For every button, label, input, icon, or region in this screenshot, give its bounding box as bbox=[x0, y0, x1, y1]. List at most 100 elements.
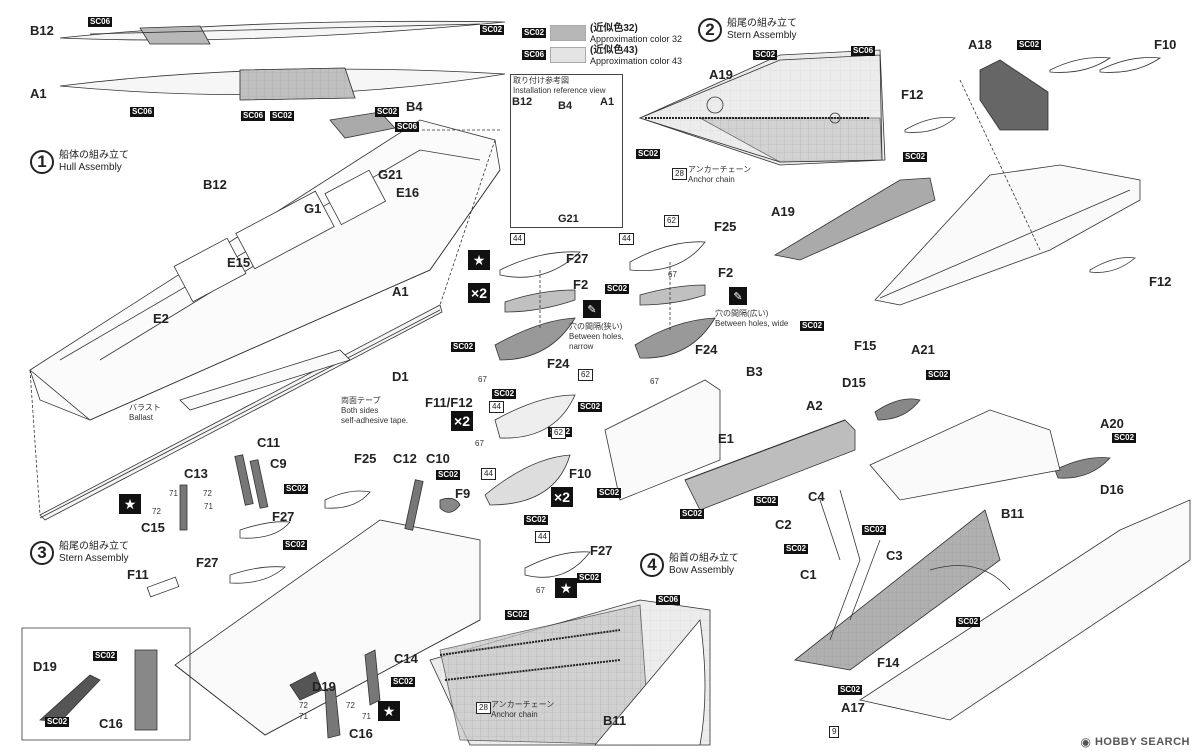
watermark: ◉ HOBBY SEARCH bbox=[1080, 735, 1190, 749]
color-legend: SC02 (近似色32) Approximation color 32 SC06… bbox=[522, 22, 682, 66]
color-62: 62 bbox=[578, 369, 593, 381]
tag-sc02: SC02 bbox=[862, 525, 887, 535]
step-2-jp: 船尾の組み立て bbox=[727, 18, 797, 29]
drill-icon: ✎ bbox=[583, 300, 601, 318]
part-c16: C16 bbox=[349, 726, 373, 741]
tag-sc02: SC02 bbox=[93, 651, 118, 661]
tag-sc02: SC02 bbox=[605, 284, 630, 294]
step-4-title: 船首の組み立て Bow Assembly bbox=[669, 553, 739, 577]
star-icon: ★ bbox=[378, 701, 400, 721]
color-9: 9 bbox=[829, 726, 840, 738]
tag-sc02: SC02 bbox=[636, 149, 661, 159]
part-f12-top: F12 bbox=[901, 87, 924, 102]
part-e2: E2 bbox=[153, 311, 169, 326]
step-1-number: 1 bbox=[30, 150, 54, 174]
tag-sc02: SC02 bbox=[754, 496, 779, 506]
holes-narrow-note: 穴の間隔(狭い) Between holes, narrow bbox=[569, 322, 624, 352]
part-f11-f12: F11/F12 bbox=[425, 395, 473, 410]
part-b3: B3 bbox=[746, 364, 763, 379]
legend-code-sc06: SC06 bbox=[522, 50, 547, 60]
legend-en-sc02: Approximation color 32 bbox=[590, 33, 683, 44]
color-44: 44 bbox=[535, 531, 550, 543]
tape-note: 両面テープ Both sides self-adhesive tape. bbox=[341, 396, 408, 426]
tag-sc02: SC02 bbox=[284, 484, 309, 494]
part-a1-hull: A1 bbox=[392, 284, 409, 299]
color-71: 71 bbox=[204, 502, 213, 511]
part-d19: D19 bbox=[312, 679, 336, 694]
tag-sc02: SC02 bbox=[480, 25, 505, 35]
bow-hull bbox=[794, 489, 1191, 721]
tag-sc06: SC06 bbox=[241, 111, 266, 121]
star-icon: ★ bbox=[555, 578, 577, 598]
color-71: 71 bbox=[362, 712, 371, 721]
part-c3: C3 bbox=[886, 548, 903, 563]
anchor-chain-jp: アンカーチェーン bbox=[688, 165, 752, 174]
part-f27-c: F27 bbox=[272, 509, 295, 524]
ballast-en: Ballast bbox=[129, 413, 154, 422]
part-f12-right: F12 bbox=[1149, 274, 1172, 289]
step-1-header: 1 船体の組み立て Hull Assembly bbox=[30, 150, 129, 174]
color-62: 62 bbox=[664, 215, 679, 227]
anchor-chain-en: Anchor chain bbox=[688, 175, 735, 184]
tag-sc06: SC06 bbox=[395, 122, 420, 132]
stern-assembly-3 bbox=[21, 454, 481, 741]
ref-label-b4: B4 bbox=[558, 100, 573, 112]
legend-row-sc06: SC06 (近似色43) Approximation color 43 bbox=[522, 44, 682, 66]
color-72: 72 bbox=[203, 489, 212, 498]
step-1-title: 船体の組み立て Hull Assembly bbox=[59, 150, 129, 174]
hull-assembly bbox=[29, 111, 501, 521]
tag-sc02: SC02 bbox=[903, 152, 928, 162]
tag-sc06: SC06 bbox=[88, 17, 113, 27]
part-f25-b: F25 bbox=[354, 451, 377, 466]
holes-wide-note: 穴の間隔(広い) Between holes, wide bbox=[715, 309, 788, 329]
part-c11: C11 bbox=[257, 435, 281, 450]
part-b11-right: B11 bbox=[1001, 506, 1025, 521]
holes-narrow-en1: Between holes, bbox=[569, 332, 624, 341]
legend-en-sc06: Approximation color 43 bbox=[590, 55, 683, 66]
color-67: 67 bbox=[668, 270, 677, 279]
part-c14: C14 bbox=[394, 651, 418, 666]
color-67: 67 bbox=[650, 377, 659, 386]
hull-strip-b12 bbox=[59, 20, 506, 45]
part-b11-bow: B11 bbox=[603, 713, 627, 728]
ref-label-a1: A1 bbox=[600, 96, 615, 108]
holes-wide-jp: 穴の間隔(広い) bbox=[715, 309, 769, 318]
part-f14: F14 bbox=[877, 655, 900, 670]
tag-sc02: SC02 bbox=[1017, 40, 1042, 50]
stern-hull bbox=[773, 57, 1162, 306]
tape-en2: self-adhesive tape. bbox=[341, 416, 409, 425]
color-44: 44 bbox=[619, 233, 634, 245]
legend-code-sc02: SC02 bbox=[522, 28, 547, 38]
part-b12-hull: B12 bbox=[203, 177, 227, 192]
installation-reference-box bbox=[510, 74, 623, 228]
color-67: 67 bbox=[478, 375, 487, 384]
superstructure-e1-a2 bbox=[604, 379, 856, 511]
tag-sc02: SC02 bbox=[270, 111, 295, 121]
boat-drawings bbox=[484, 241, 716, 578]
tag-sc02: SC02 bbox=[597, 488, 622, 498]
holes-narrow-en2: narrow bbox=[569, 342, 594, 351]
part-g21: G21 bbox=[378, 167, 403, 182]
hull-strip-a1 bbox=[59, 67, 506, 101]
part-c4: C4 bbox=[808, 489, 825, 504]
color-71: 71 bbox=[299, 712, 308, 721]
part-f25-a: F25 bbox=[714, 219, 737, 234]
step-1-en: Hull Assembly bbox=[59, 162, 122, 173]
color-72: 72 bbox=[152, 507, 161, 516]
step-3-jp: 船尾の組み立て bbox=[59, 541, 129, 552]
legend-row-sc02: SC02 (近似色32) Approximation color 32 bbox=[522, 22, 682, 44]
part-c10: C10 bbox=[426, 451, 450, 466]
tag-sc02: SC02 bbox=[505, 610, 530, 620]
ref-label-b12: B12 bbox=[512, 96, 533, 108]
part-f10: F10 bbox=[569, 466, 592, 481]
part-c16-box: C16 bbox=[99, 716, 123, 731]
part-a20: A20 bbox=[1100, 416, 1124, 431]
part-c12: C12 bbox=[393, 451, 417, 466]
part-d16: D16 bbox=[1100, 482, 1124, 497]
color-67: 67 bbox=[475, 439, 484, 448]
legend-swatch-sc06 bbox=[550, 47, 587, 63]
part-b4: B4 bbox=[406, 99, 423, 114]
holes-wide-en: Between holes, wide bbox=[715, 319, 789, 328]
color-72: 72 bbox=[299, 701, 308, 710]
